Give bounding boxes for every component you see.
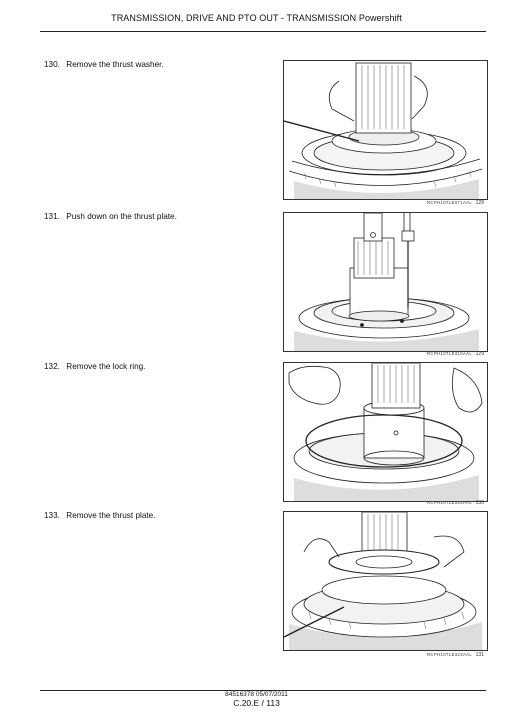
page-footer: 84516378 05/07/2011 C.20.E / 113 — [0, 691, 513, 708]
step-number: 130. — [44, 60, 60, 69]
step-text: Remove the lock ring. — [66, 362, 146, 371]
figure-code: RCPH10TLE333AAL — [427, 500, 473, 505]
figure-code: RCPH10TLE323AAL — [427, 652, 473, 657]
step-text: Push down on the thrust plate. — [66, 212, 177, 221]
step-text: Remove the thrust washer. — [66, 60, 164, 69]
figure-128-illustration — [283, 60, 488, 200]
footer-page-number: C.20.E / 113 — [233, 698, 280, 708]
step-133: 133. Remove the thrust plate. — [44, 511, 155, 520]
figure-code: RCPH10TLE310AAL — [427, 351, 473, 356]
figure-130-illustration — [283, 362, 488, 502]
step-text: Remove the thrust plate. — [66, 511, 156, 520]
step-130: 130. Remove the thrust washer. — [44, 60, 164, 69]
header-rule — [40, 31, 486, 32]
page-title: TRANSMISSION, DRIVE AND PTO OUT - TRANSM… — [111, 13, 402, 23]
step-number: 133. — [44, 511, 60, 520]
step-132: 132. Remove the lock ring. — [44, 362, 145, 371]
figure-number: 129 — [475, 351, 484, 357]
footer-rule — [40, 690, 486, 691]
figure-129-illustration — [283, 212, 488, 352]
figure-131-illustration — [283, 511, 488, 651]
step-number: 131. — [44, 212, 60, 221]
footer-doc-ref: 84516378 05/07/2011 — [225, 691, 288, 698]
figure-number: 130 — [475, 500, 484, 506]
step-131: 131. Push down on the thrust plate. — [44, 212, 177, 221]
figure-number: 128 — [475, 200, 484, 206]
figure-code: RCPH10TLE071AAL — [427, 200, 473, 205]
step-number: 132. — [44, 362, 60, 371]
figure-number: 131 — [475, 652, 484, 658]
